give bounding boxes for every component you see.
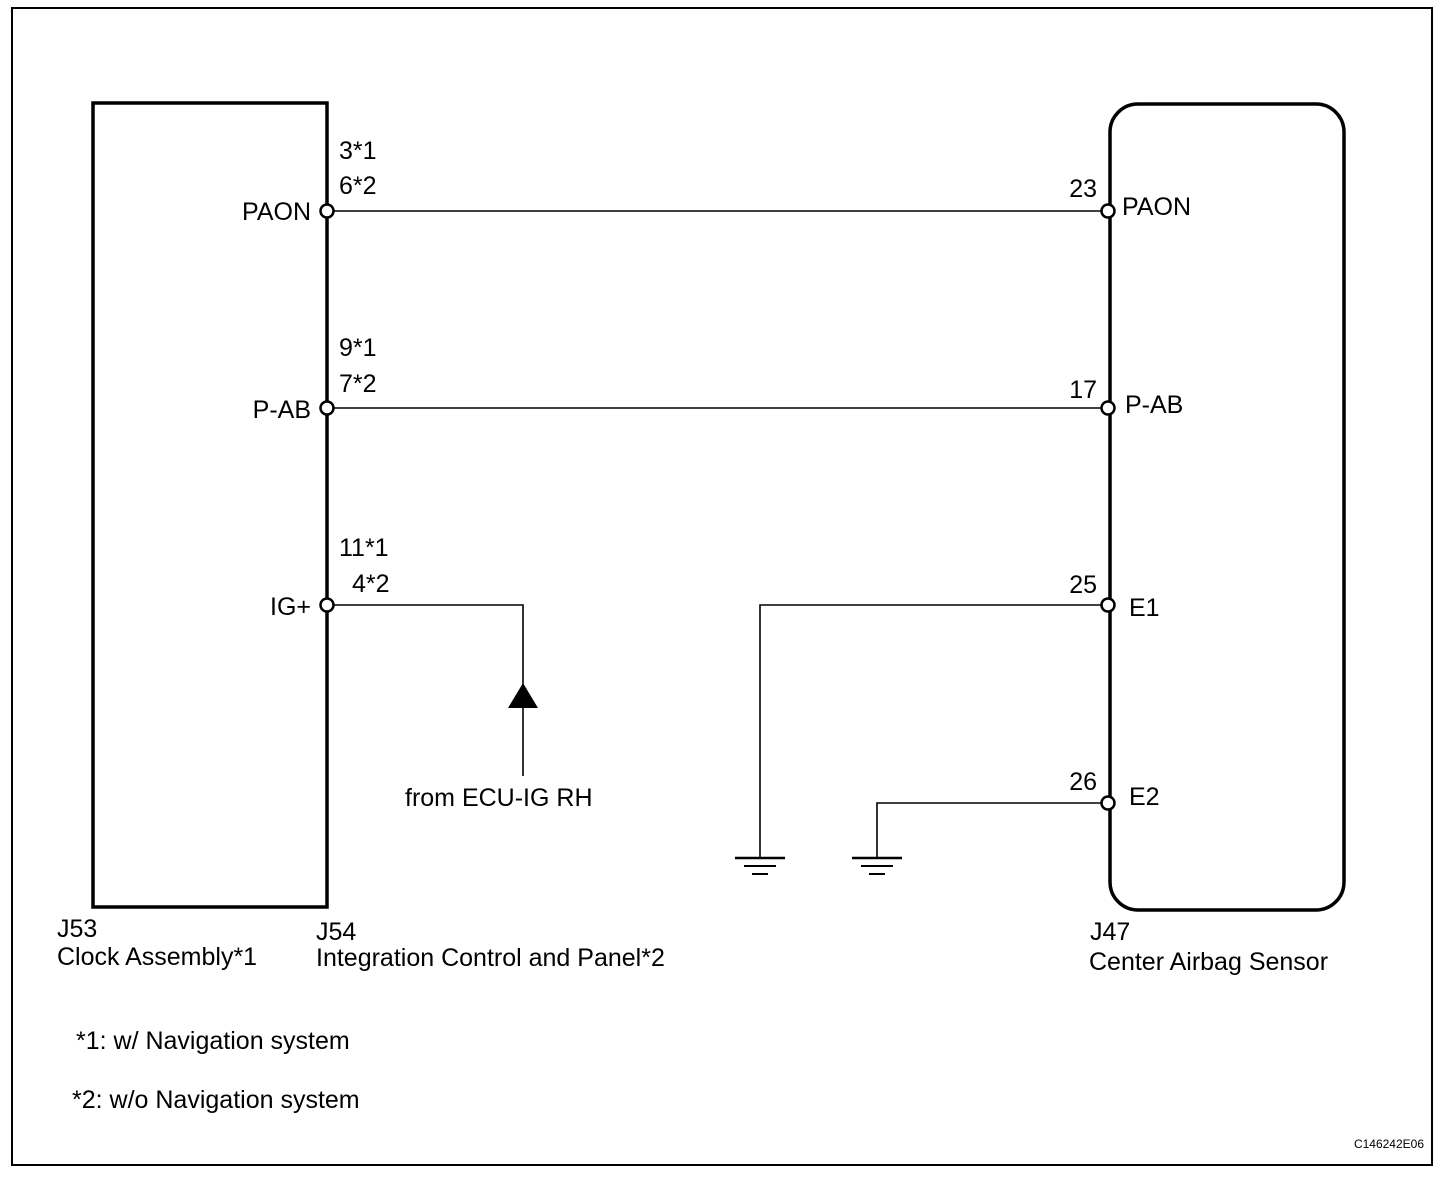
connector-label-j54: J54 xyxy=(316,918,356,946)
wire-e1 xyxy=(759,604,1101,858)
center-airbag-sensor-box xyxy=(1108,102,1346,912)
component-name-clock-assembly: Clock Assembly*1 xyxy=(57,943,257,971)
right-pin-name: E2 xyxy=(1129,783,1160,811)
left-pin-number: 4*2 xyxy=(352,570,390,598)
right-pin-name: E1 xyxy=(1129,594,1160,622)
left-pin-number: 7*2 xyxy=(339,370,377,398)
left-pin-number: 3*1 xyxy=(339,137,377,165)
right-pin-number: 17 xyxy=(1069,376,1097,404)
wire-e2 xyxy=(876,802,1101,858)
left-pin-name: P-AB xyxy=(253,396,311,424)
diagram-frame xyxy=(11,7,1433,1166)
left-pin-number: 6*2 xyxy=(339,172,377,200)
left-pin-name: IG+ xyxy=(270,593,311,621)
pin-terminal-icon xyxy=(319,597,335,613)
ground-icon xyxy=(735,856,785,875)
right-pin-number: 23 xyxy=(1069,175,1097,203)
connector-label-j47: J47 xyxy=(1090,918,1130,946)
left-pin-number: 9*1 xyxy=(339,334,377,362)
pin-terminal-icon xyxy=(1100,203,1116,219)
footnote: *1: w/ Navigation system xyxy=(76,1027,350,1055)
figure-code: C146242E06 xyxy=(1354,1137,1424,1151)
clock-assembly-box xyxy=(91,101,329,909)
right-pin-number: 26 xyxy=(1069,768,1097,796)
pin-terminal-icon xyxy=(1100,795,1116,811)
source-label: from ECU-IG RH xyxy=(405,784,593,812)
left-pin-number: 11*1 xyxy=(339,534,389,562)
pin-terminal-icon xyxy=(319,400,335,416)
right-pin-name: PAON xyxy=(1122,193,1191,221)
right-pin-name: P-AB xyxy=(1125,391,1183,419)
pin-terminal-icon xyxy=(1100,597,1116,613)
left-pin-name: PAON xyxy=(242,198,311,226)
arrow-up-icon xyxy=(508,683,538,708)
pin-terminal-icon xyxy=(319,203,335,219)
ground-icon xyxy=(852,856,902,875)
pin-terminal-icon xyxy=(1100,400,1116,416)
connector-label-j53: J53 xyxy=(57,915,97,943)
component-name-center-airbag-sensor: Center Airbag Sensor xyxy=(1089,948,1328,976)
component-name-integration-control: Integration Control and Panel*2 xyxy=(316,944,665,972)
wire-ig-plus xyxy=(333,604,524,690)
right-pin-number: 25 xyxy=(1069,571,1097,599)
footnote: *2: w/o Navigation system xyxy=(72,1086,360,1114)
